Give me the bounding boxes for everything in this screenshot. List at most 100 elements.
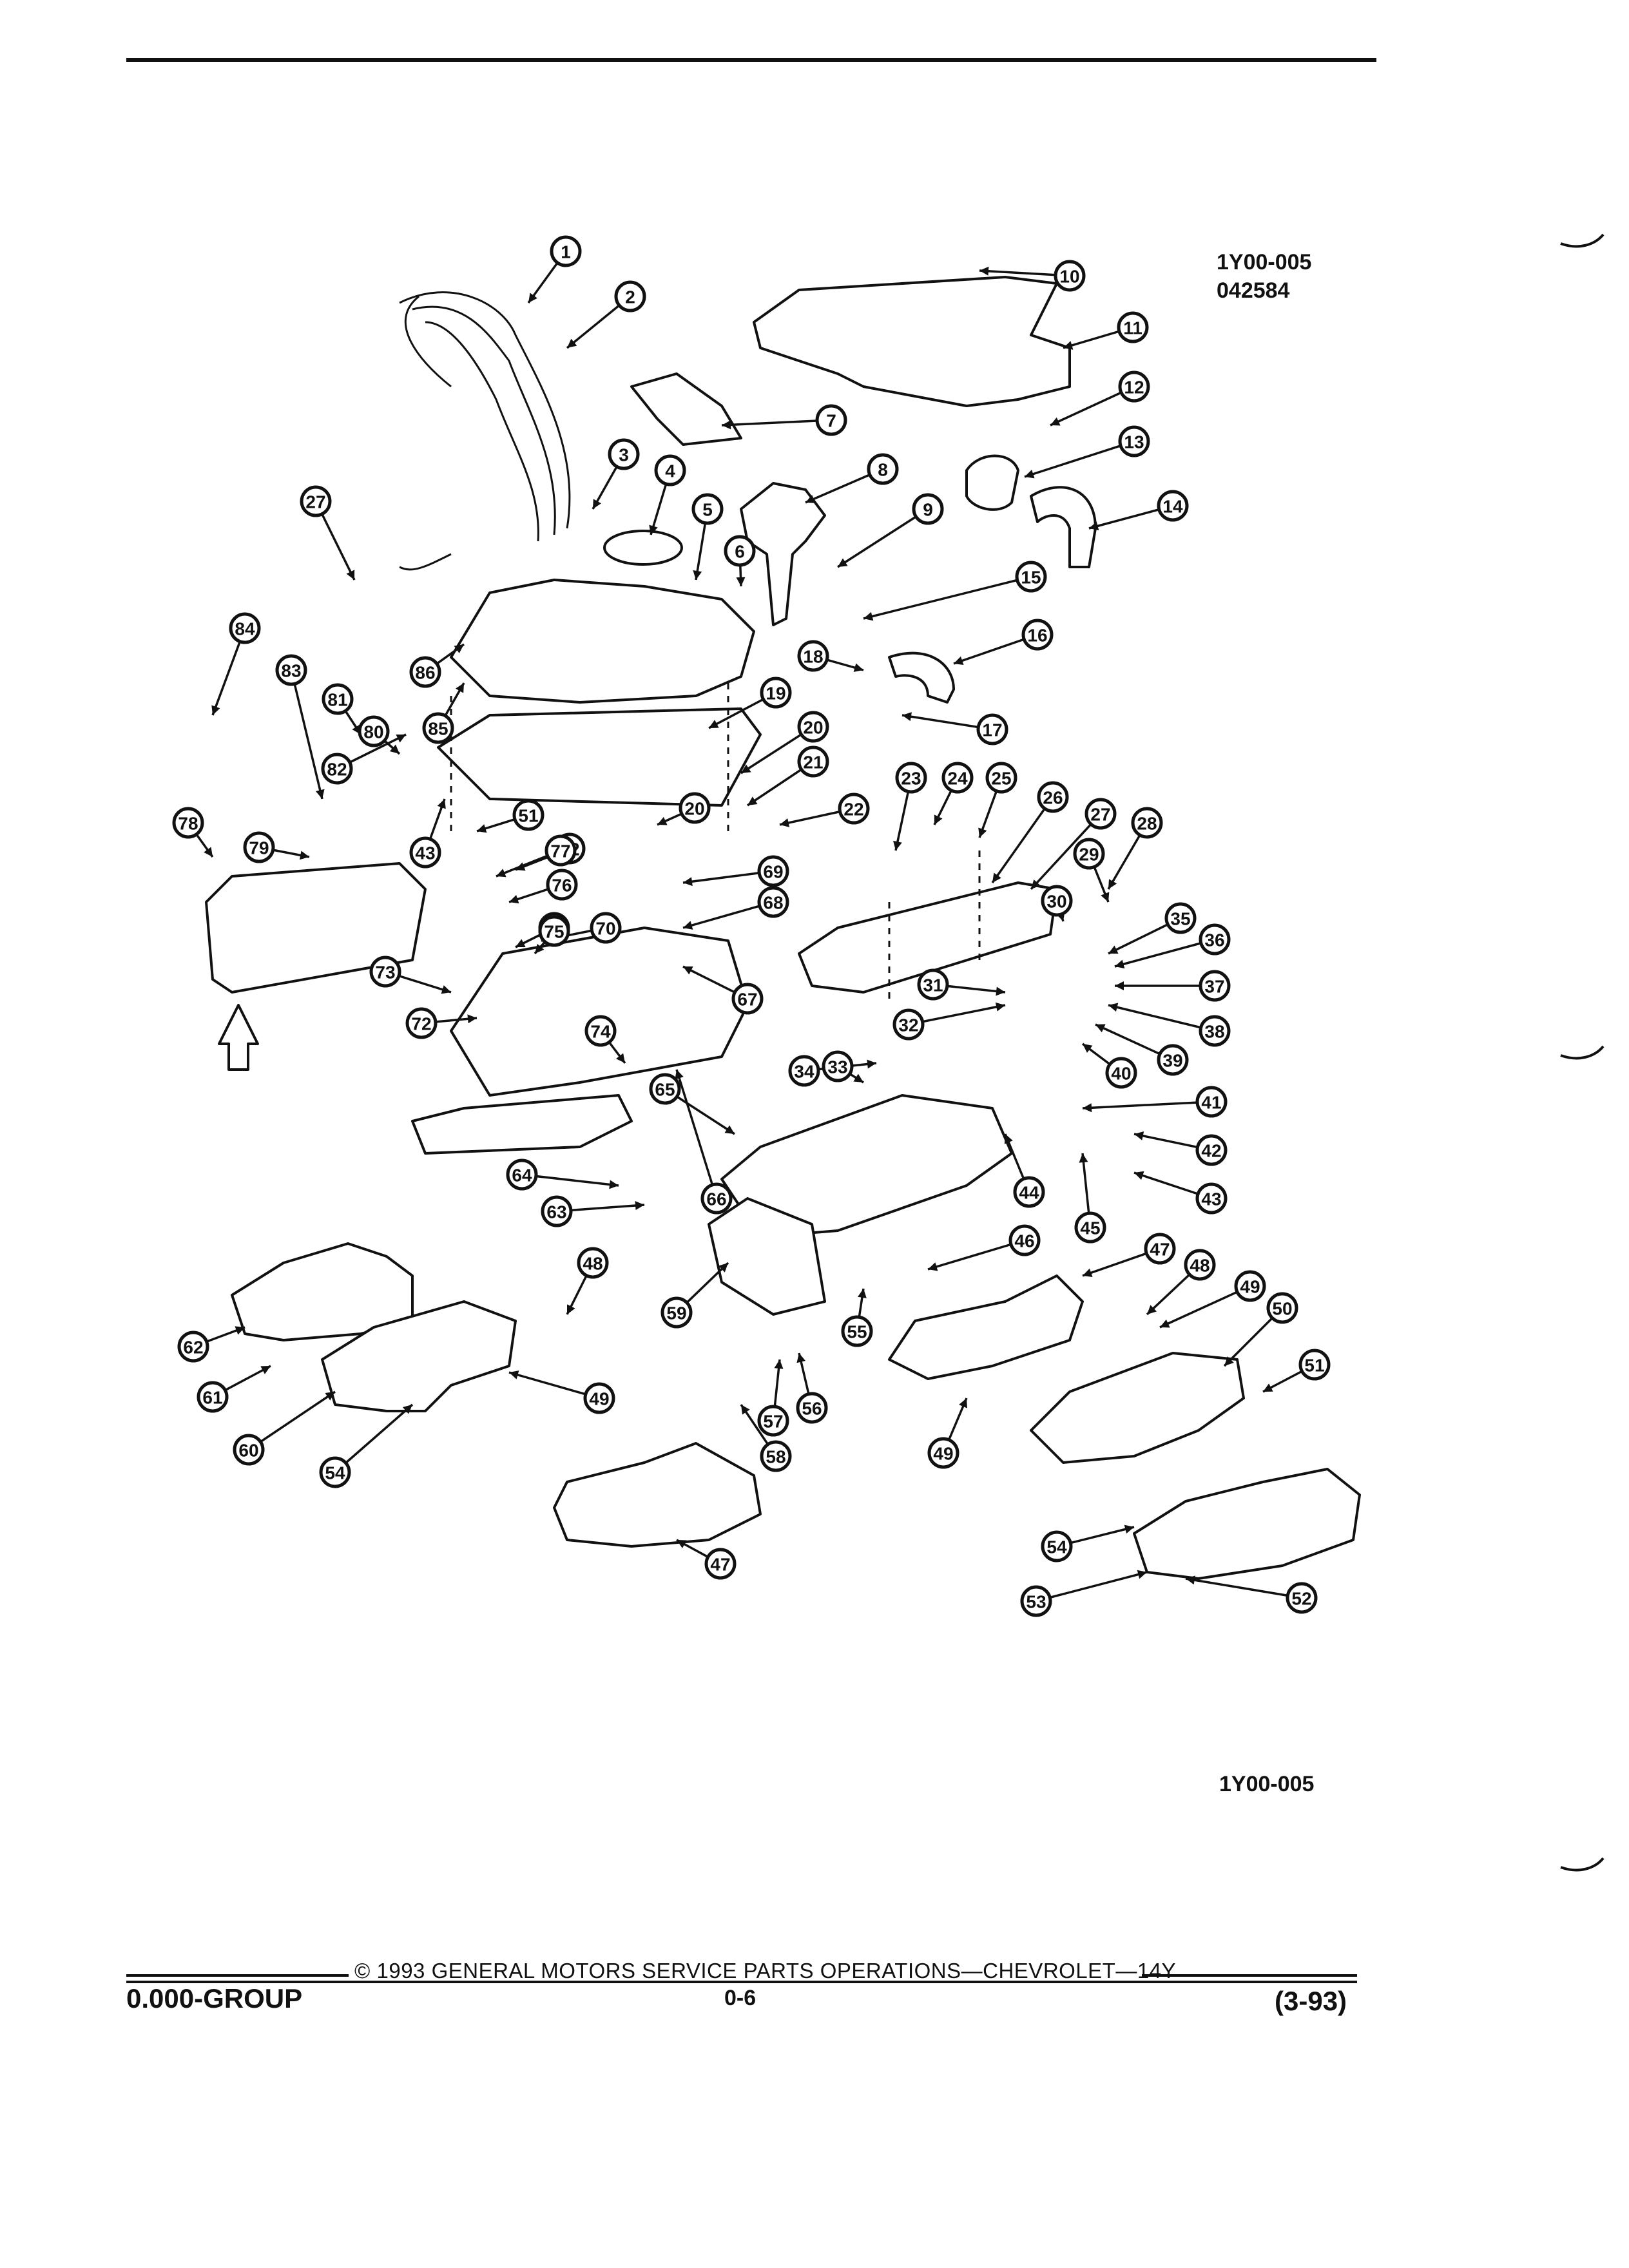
callout-57: 57 (757, 1405, 789, 1437)
leader-line-38 (1108, 1004, 1215, 1032)
callout-circle (1286, 1582, 1318, 1614)
leader-arrowhead-50 (1224, 1356, 1234, 1366)
callout-circle (1041, 885, 1073, 917)
callout-circle (1074, 1211, 1106, 1244)
leader-arrowhead-6 (736, 577, 746, 586)
callout-number: 70 (595, 919, 615, 939)
leader-arrowhead-21 (747, 796, 758, 805)
callout-number: 45 (1080, 1218, 1100, 1238)
callout-number: 81 (327, 690, 347, 710)
exhaust-manifold-left (231, 1242, 414, 1341)
leader-arrowhead-16 (954, 656, 964, 666)
callout-16: 16 (1021, 619, 1054, 651)
callout-35: 35 (1164, 902, 1197, 934)
leader-arrowhead-44 (1004, 1134, 1013, 1144)
leader-arrowhead-82 (396, 734, 406, 743)
callout-number: 83 (281, 661, 301, 681)
leader-arrowhead-17 (902, 712, 912, 722)
callout-number: 49 (1240, 1277, 1260, 1297)
callout-42: 42 (1195, 1134, 1228, 1166)
callout-number: 8 (878, 460, 888, 480)
callout-circle (584, 1015, 617, 1047)
callout-circle (177, 1331, 209, 1363)
leader-arrowhead-28 (1108, 879, 1117, 889)
callout-18: 18 (797, 640, 829, 672)
leader-line-52 (1185, 1577, 1302, 1599)
callout-circle (892, 1008, 925, 1041)
callout-24: 24 (941, 762, 974, 794)
leader-line-46 (927, 1239, 1025, 1271)
leader-line-36 (1114, 938, 1215, 968)
page-number: 0-6 (724, 1986, 757, 2010)
figure-reference: 1Y00-005 042584 (1217, 248, 1311, 305)
leader-arrowhead-48 (1147, 1305, 1157, 1314)
callout-9: 9 (912, 493, 944, 525)
leader-arrowhead-27 (346, 570, 355, 580)
air-cleaner-cover (753, 276, 1071, 407)
callout-circle (788, 1055, 820, 1087)
leader-arrowhead-73 (441, 985, 451, 994)
callout-circle (1073, 838, 1105, 870)
callout-number: 43 (1201, 1189, 1221, 1209)
callout-circle (841, 1315, 873, 1347)
leader-line-32 (908, 1004, 1006, 1026)
callout-84: 84 (229, 612, 261, 644)
callout-number: 16 (1027, 626, 1047, 646)
callout-number: 15 (1021, 568, 1041, 588)
callout-circle (358, 715, 390, 747)
callout-number: 75 (544, 922, 564, 942)
callout-51: 51 (512, 799, 545, 831)
callout-number: 44 (1019, 1183, 1039, 1203)
top-rule (126, 58, 1376, 62)
leader-arrowhead-59 (718, 1263, 728, 1273)
leader-arrowhead-36 (1115, 959, 1125, 969)
callout-69: 69 (757, 855, 789, 887)
callout-59: 59 (660, 1296, 693, 1329)
callout-circle (822, 1050, 854, 1082)
callout-39: 39 (1157, 1044, 1189, 1076)
leader-arrowhead-54 (402, 1405, 412, 1414)
callout-circle (1131, 807, 1163, 839)
air-duct (965, 454, 1019, 511)
bracket (630, 372, 742, 446)
callout-number: 68 (763, 893, 783, 913)
callout-52: 52 (1286, 1582, 1318, 1614)
callout-32: 32 (892, 1008, 925, 1041)
leader-arrowhead-26 (992, 872, 1001, 883)
callout-circle (700, 1182, 733, 1215)
callout-number: 55 (847, 1322, 867, 1342)
leader-arrowhead-19 (709, 720, 719, 728)
callout-circle (649, 1073, 681, 1105)
callout-circle (538, 915, 570, 947)
leader-arrowhead-47 (677, 1540, 687, 1548)
copyright-notice: © 1993 GENERAL MOTORS SERVICE PARTS OPER… (354, 1959, 1177, 1983)
leader-line-60 (248, 1390, 336, 1451)
leader-arrowhead-47 (1083, 1268, 1093, 1277)
scan-mark (1560, 1857, 1605, 1872)
callout-circle (941, 762, 974, 794)
callout-circle (300, 485, 332, 517)
callout-6: 6 (724, 535, 756, 567)
callout-circle (757, 855, 789, 887)
leader-arrowhead-54 (1124, 1524, 1134, 1534)
leader-arrowhead-55 (857, 1289, 867, 1298)
hose (1030, 486, 1097, 568)
callout-75: 75 (538, 915, 570, 947)
callout-30: 30 (1041, 885, 1073, 917)
callout-circle (422, 712, 454, 744)
leader-arrowhead-20 (741, 764, 751, 773)
callout-number: 76 (552, 876, 572, 896)
leader-arrowhead-62 (235, 1326, 245, 1335)
callout-number: 85 (428, 719, 448, 739)
leader-arrowhead-39 (1095, 1024, 1106, 1033)
callout-circle (704, 1548, 737, 1580)
callout-72: 72 (405, 1007, 438, 1039)
scan-mark (1560, 233, 1605, 248)
leader-arrowhead-34 (867, 1059, 876, 1069)
date-code: (3-93) (1275, 1986, 1347, 2016)
callout-number: 51 (1304, 1356, 1324, 1376)
callout-circle (1105, 1057, 1137, 1089)
leader-arrowhead-38 (1108, 1003, 1119, 1012)
callout-7: 7 (815, 404, 847, 436)
callout-circle (691, 493, 724, 525)
